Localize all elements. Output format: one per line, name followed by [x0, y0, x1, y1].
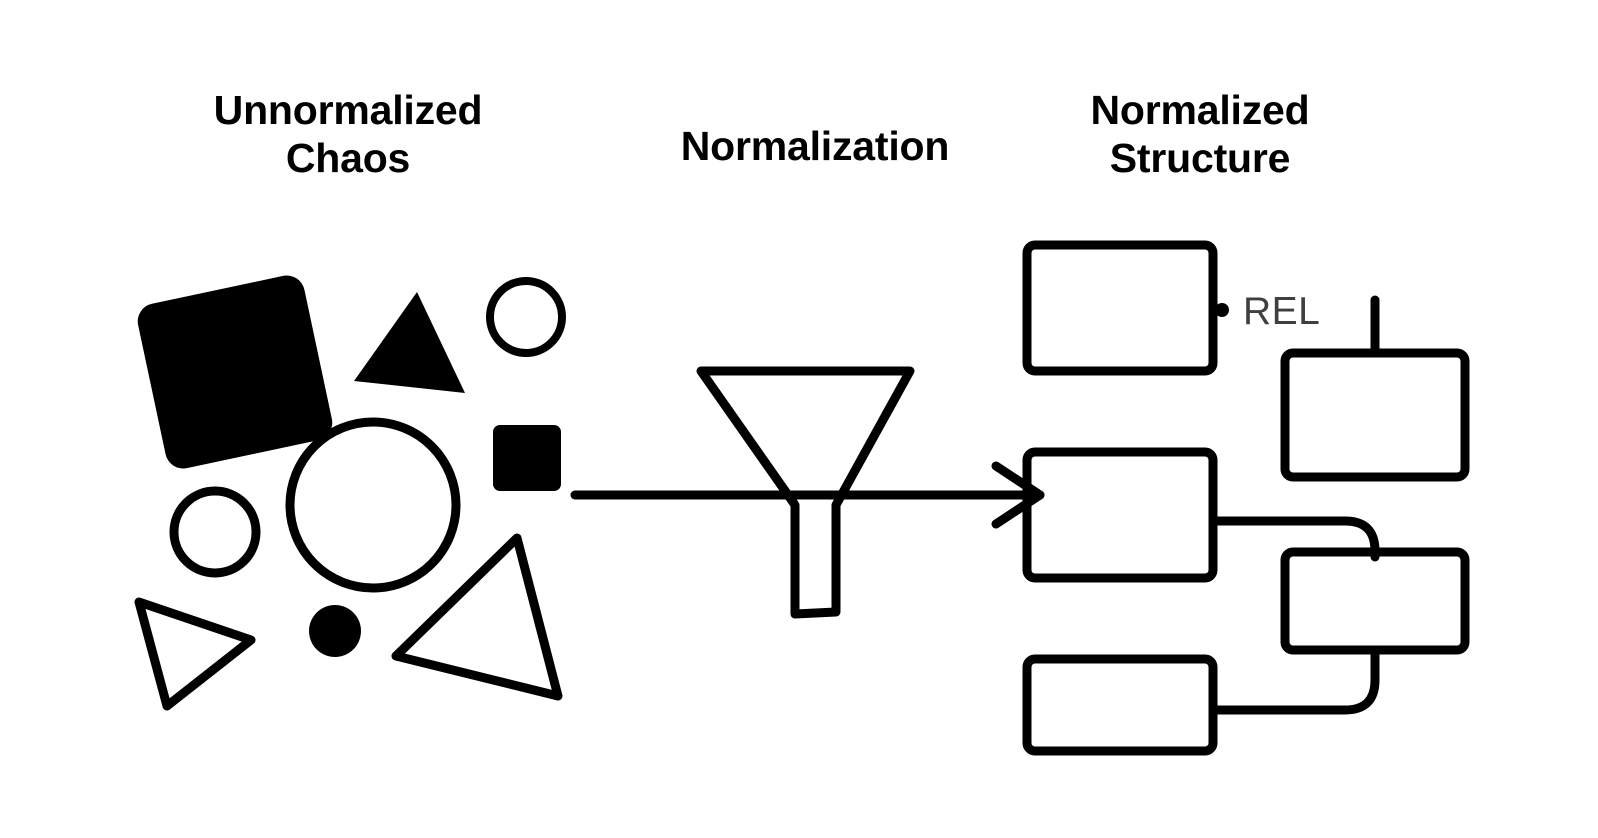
- outlined-circle-large: [285, 417, 461, 593]
- connector-box3-to-box4: [1208, 516, 1380, 562]
- connector-dot-box1: [1215, 303, 1229, 317]
- outlined-circle-small-top: [486, 277, 566, 357]
- page-title-unnormalized: Unnormalized Chaos: [213, 87, 483, 182]
- chaos-shape-cluster: [134, 275, 566, 711]
- outlined-triangle-left: [134, 597, 256, 711]
- outlined-triangle-right: [391, 533, 563, 701]
- page-title-normalization: Normalization: [680, 123, 950, 169]
- outlined-circle-small-left: [169, 486, 261, 578]
- arrow-head-icon: [991, 461, 1045, 529]
- connector-box4-to-box5: [1208, 645, 1380, 715]
- entity-box-1[interactable]: [1022, 240, 1218, 376]
- entity-box-3[interactable]: [1022, 447, 1218, 583]
- filled-rounded-square-small: [493, 425, 561, 491]
- entity-box-2[interactable]: [1280, 348, 1470, 482]
- entity-box-4[interactable]: [1280, 547, 1470, 655]
- filled-rounded-square-large: [137, 275, 333, 469]
- relationship-label: REL: [1243, 290, 1321, 333]
- normalization-arrow: [570, 461, 1045, 529]
- filled-triangle: [354, 292, 465, 393]
- funnel-icon: [696, 366, 915, 619]
- normalized-structure-group: [1022, 240, 1470, 756]
- filled-circle-small: [309, 605, 361, 657]
- entity-box-5[interactable]: [1022, 654, 1218, 756]
- page-title-normalized: Normalized Structure: [1090, 87, 1310, 182]
